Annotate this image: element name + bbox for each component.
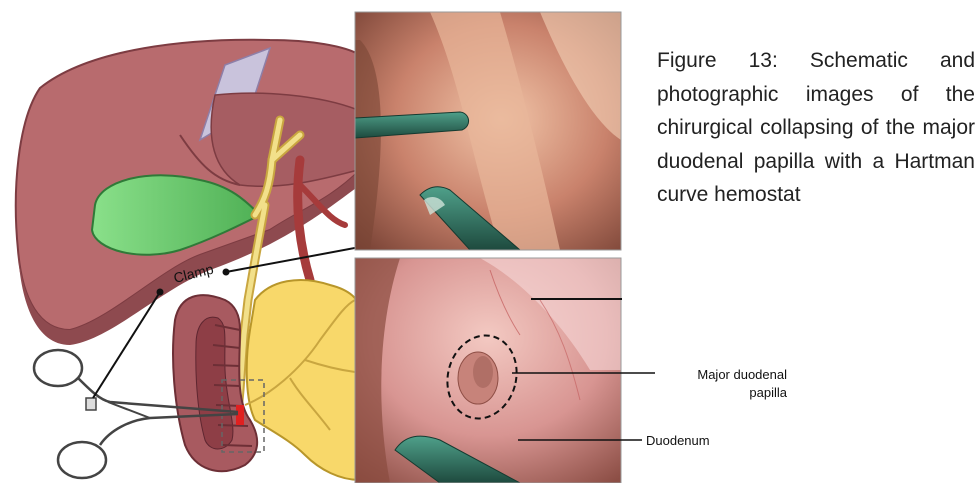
figure-caption: Figure 13: Schematic and photographic im…: [657, 44, 975, 212]
duodenum-label: Duodenum: [646, 433, 710, 448]
photo-top: [355, 12, 621, 250]
papilla-label-line1: Major duodenal: [697, 367, 787, 382]
liver-lobe-right: [211, 93, 358, 186]
photo-bottom: [355, 258, 621, 483]
papilla-label-line2: papilla: [749, 385, 787, 400]
